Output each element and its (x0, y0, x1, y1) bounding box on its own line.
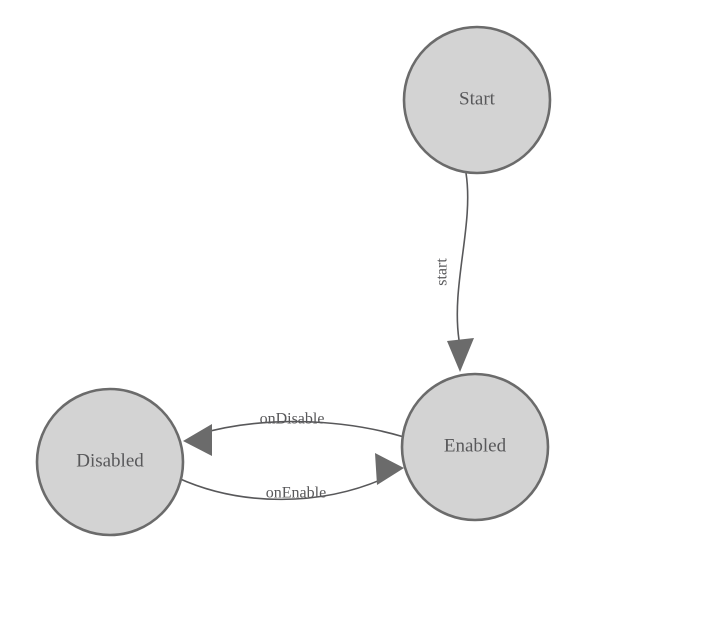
node-enabled-circle (400, 372, 550, 522)
node-start-label: Start (459, 88, 496, 109)
edge-disabled-to-enabled-path (177, 477, 386, 501)
arrowhead-into-enabled-side (375, 453, 404, 485)
edge-enabled-to-disabled[interactable] (183, 420, 405, 456)
node-enabled[interactable]: Enabled (400, 372, 550, 522)
edge-label-ondisable: onDisable (260, 411, 325, 428)
node-start-circle (402, 25, 552, 175)
node-disabled-label: Disabled (76, 450, 144, 471)
node-disabled-circle (35, 387, 185, 537)
node-start[interactable]: Start (402, 25, 552, 175)
node-disabled[interactable]: Disabled (35, 387, 185, 537)
edge-disabled-to-enabled[interactable] (177, 453, 404, 501)
edge-label-onenable: onEnable (266, 485, 326, 502)
arrowhead-into-disabled (183, 424, 212, 456)
arrowhead-into-enabled-top (447, 338, 474, 372)
edge-start-to-enabled-path (456, 172, 469, 341)
edge-label-start: start (434, 258, 451, 286)
edge-start-to-enabled[interactable] (447, 172, 474, 372)
node-enabled-label: Enabled (444, 435, 507, 456)
edge-enabled-to-disabled-path (198, 420, 405, 438)
